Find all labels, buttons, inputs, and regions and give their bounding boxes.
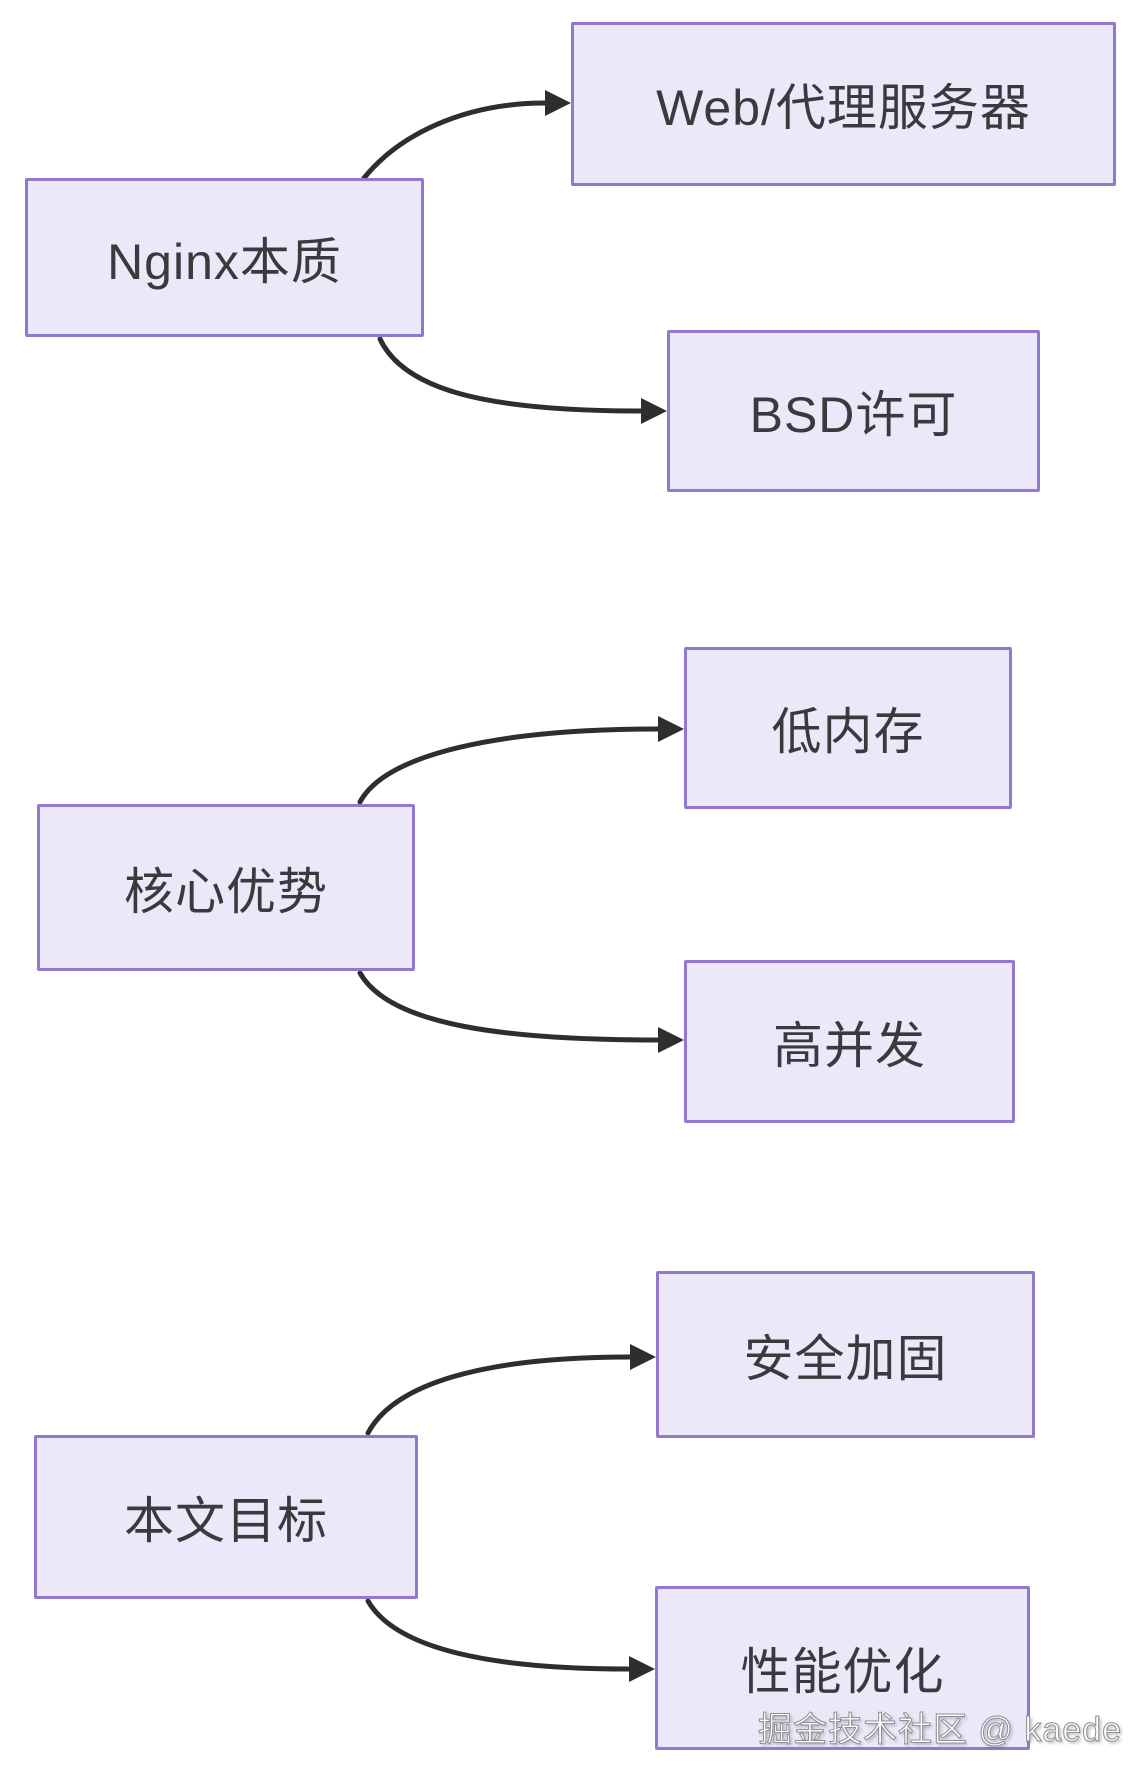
node-nginx-essence: Nginx本质 (25, 178, 424, 337)
node-web-proxy-server: Web/代理服务器 (571, 22, 1116, 186)
edge-goal-to-perf (365, 1598, 655, 1682)
arrowhead-icon (658, 1027, 684, 1053)
edge-core-to-conc (357, 970, 684, 1053)
arrowhead-icon (658, 716, 684, 742)
arrowhead-icon (545, 90, 571, 116)
node-core-advantages: 核心优势 (37, 804, 415, 971)
node-low-memory: 低内存 (684, 647, 1012, 809)
arrowhead-icon (641, 398, 667, 424)
node-label: 低内存 (771, 704, 925, 760)
edge-goal-to-sec (365, 1344, 656, 1436)
edge-nginx-to-bsd (377, 336, 667, 424)
node-security-hardening: 安全加固 (656, 1271, 1035, 1438)
node-label: Web/代理服务器 (656, 80, 1031, 136)
juejin-watermark: 掘金技术社区 @ kaede (757, 1711, 1122, 1750)
node-bsd-license: BSD许可 (667, 330, 1040, 492)
node-high-concurrency: 高并发 (684, 960, 1015, 1123)
node-performance-optimization: 性能优化 (655, 1586, 1030, 1750)
node-article-goal: 本文目标 (34, 1435, 418, 1599)
node-label: 核心优势 (124, 863, 328, 920)
node-label: 安全加固 (743, 1330, 948, 1387)
arrowhead-icon (630, 1344, 656, 1370)
node-label: BSD许可 (749, 387, 958, 443)
node-label: 高并发 (773, 1017, 926, 1074)
node-label: 性能优化 (740, 1644, 945, 1700)
arrowhead-icon (629, 1656, 655, 1682)
node-label: Nginx本质 (107, 233, 342, 290)
edge-nginx-to-web (361, 90, 571, 181)
node-label: 本文目标 (124, 1493, 328, 1549)
edge-core-to-mem (357, 716, 684, 805)
